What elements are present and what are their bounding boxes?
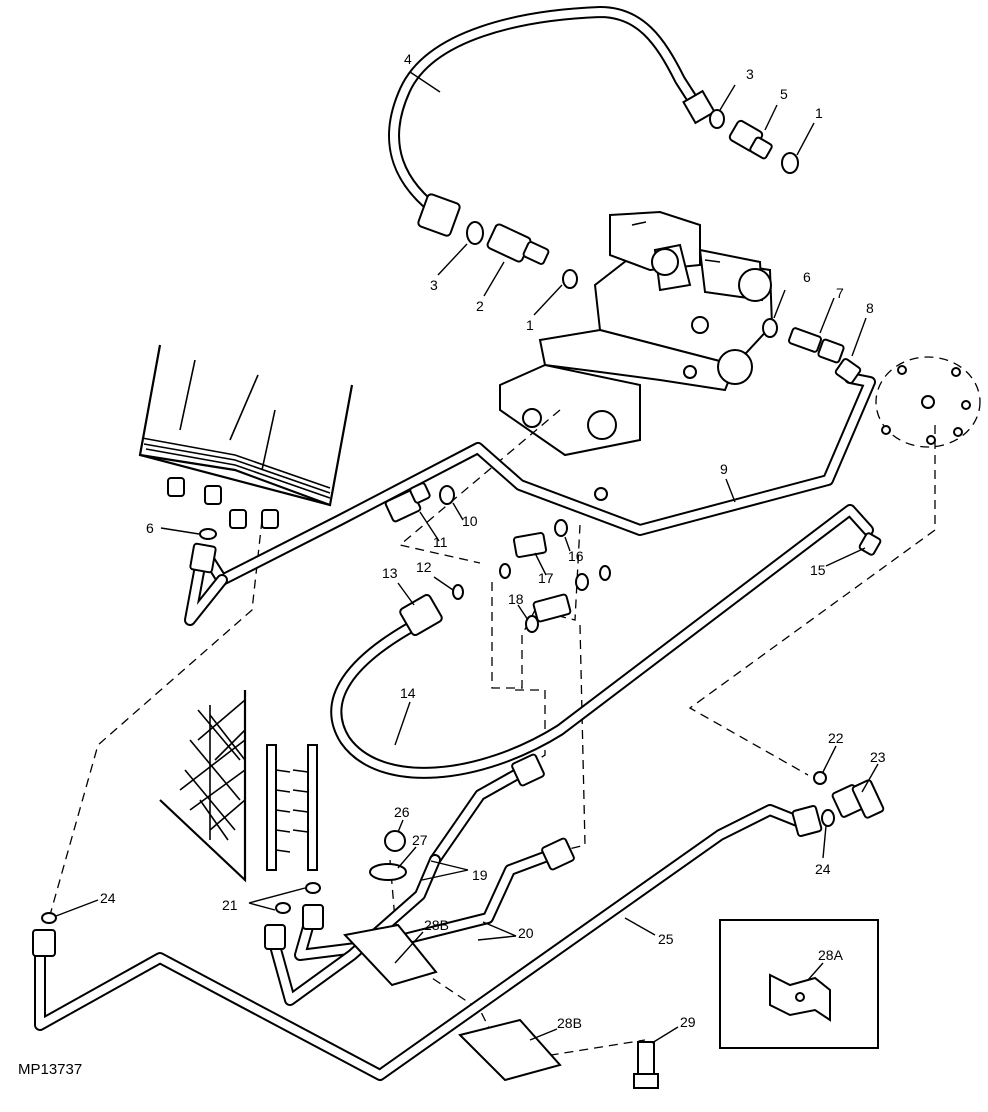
callout-1: 1: [815, 105, 823, 121]
callout-28b: 28B: [557, 1015, 582, 1031]
callout-4: 4: [404, 51, 412, 67]
oil-cooler: [138, 344, 354, 529]
callout-6: 6: [146, 520, 154, 536]
leader-lines: [55, 71, 879, 1044]
callout-6: 6: [803, 269, 811, 285]
callout-16: 16: [568, 548, 584, 564]
callout-2: 2: [476, 298, 484, 314]
callout-3: 3: [746, 66, 754, 82]
callout-13: 13: [382, 565, 398, 581]
radiator-core: [159, 690, 318, 883]
callout-24: 24: [100, 890, 116, 906]
callout-25: 25: [658, 931, 674, 947]
callout-21: 21: [222, 897, 238, 913]
callout-22: 22: [828, 730, 844, 746]
callout-5: 5: [780, 86, 788, 102]
callout-14: 14: [400, 685, 416, 701]
callout-9: 9: [720, 461, 728, 477]
callout-11: 11: [433, 534, 448, 550]
callout-26: 26: [394, 804, 410, 820]
valve-body: [499, 210, 774, 501]
figure-id: MP13737: [18, 1061, 82, 1078]
o-rings: [41, 109, 835, 924]
callout-8: 8: [866, 300, 874, 316]
callout-24: 24: [815, 861, 831, 877]
callout-27: 27: [412, 832, 428, 848]
callout-7: 7: [836, 285, 844, 301]
inset-label: 28A: [818, 947, 844, 963]
callout-29: 29: [680, 1014, 696, 1030]
callout-1: 1: [526, 317, 534, 333]
inset-box-28a: [719, 919, 879, 1049]
callout-3: 3: [430, 277, 438, 293]
callout-20: 20: [518, 925, 534, 941]
callout-17: 17: [538, 570, 554, 586]
callout-10: 10: [462, 513, 478, 529]
callout-23: 23: [870, 749, 886, 765]
tubes: [34, 6, 876, 1081]
callout-labels: 4 3 5 1 3 2 1 6 7 8 9 6 10 11 16 17 15 1…: [18, 51, 886, 1078]
pump-flange: [875, 356, 981, 448]
callout-12: 12: [416, 559, 432, 575]
callout-19: 19: [472, 867, 488, 883]
fittings: [32, 89, 885, 1089]
callout-15: 15: [810, 562, 826, 578]
callout-28b: 28B: [424, 917, 449, 933]
callout-18: 18: [508, 591, 524, 607]
